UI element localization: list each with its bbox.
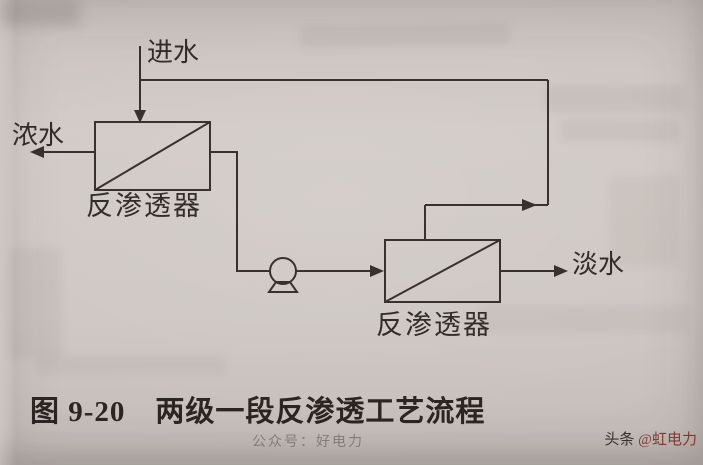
ro-unit-2-label: 反渗透器 [376,310,492,340]
bleed-through-ghost [545,86,685,112]
pump-base [267,281,299,293]
bleed-through-ghost [478,306,688,332]
product-arrowhead [554,265,568,277]
pump-discharge-arrowhead [370,265,384,277]
recycle-arrowhead [522,199,537,211]
ro-unit-1-label: 反渗透器 [86,191,202,221]
bleed-through-ghost [36,356,226,374]
feed-label: 进水 [147,38,200,67]
pump-icon [269,257,297,285]
product-label: 淡水 [572,250,625,279]
bleed-through-ghost [610,176,680,266]
watermark-center: 公众号：好电力 [252,435,364,450]
concentrate-arrowhead [30,146,44,158]
ro-unit-1-membrane-diagonal [94,121,211,191]
bleed-through-ghost [560,120,680,142]
page-corner-shadow [0,0,80,26]
bleed-through-ghost [8,248,62,358]
feed-arrowhead [134,110,146,123]
ro-unit-2-membrane-diagonal [384,239,501,303]
watermark-right-name: @虹电力 [638,432,697,448]
ro-unit-1-box [94,121,211,191]
watermark-right-prefix: 头条 [604,432,639,448]
watermark-right: 头条 @虹电力 [604,428,697,449]
concentrate-label: 浓水 [12,121,65,150]
interstage-line [210,151,270,272]
figure-caption: 图 9-20 两级一段反渗透工艺流程 [30,396,486,428]
